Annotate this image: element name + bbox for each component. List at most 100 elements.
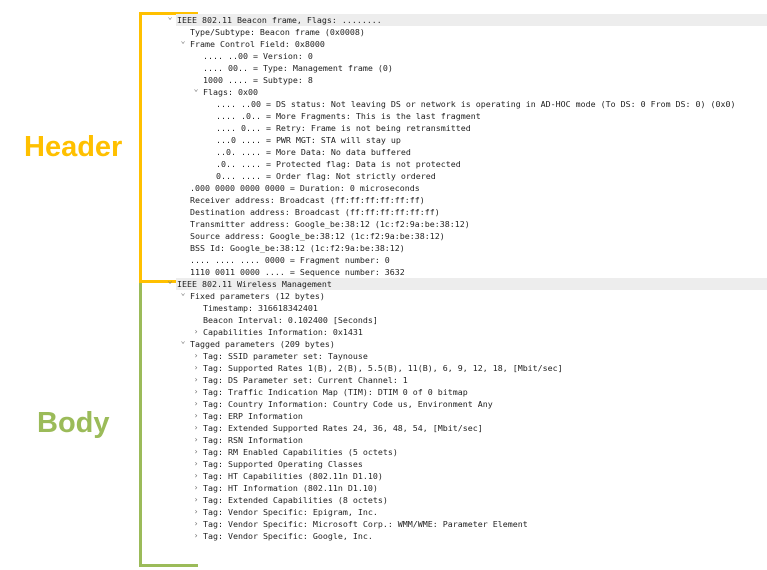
tree-row[interactable]: Source address: Google_be:38:12 (1c:f2:9… — [160, 230, 767, 242]
tree-row[interactable]: › Tag: ERP Information — [160, 410, 767, 422]
tree-row-text: Tag: ERP Information — [203, 411, 303, 421]
header-label: Header — [24, 131, 123, 163]
tree-row[interactable]: .... ..00 = Version: 0 — [160, 50, 767, 62]
tree-row[interactable]: BSS Id: Google_be:38:12 (1c:f2:9a:be:38:… — [160, 242, 767, 254]
chevron-right-icon[interactable]: › — [193, 507, 199, 516]
tree-row[interactable]: ..0. .... = More Data: No data buffered — [160, 146, 767, 158]
tree-row[interactable]: 1000 .... = Subtype: 8 — [160, 74, 767, 86]
tree-row[interactable]: Transmitter address: Google_be:38:12 (1c… — [160, 218, 767, 230]
chevron-right-icon[interactable]: › — [193, 495, 199, 504]
tree-row[interactable]: ›Tag: Supported Operating Classes — [160, 458, 767, 470]
tree-row-text: BSS Id: Google_be:38:12 (1c:f2:9a:be:38:… — [190, 243, 405, 253]
tree-row[interactable]: Beacon Interval: 0.102400 [Seconds] — [160, 314, 767, 326]
tree-row-text: Timestamp: 316618342401 — [203, 303, 318, 313]
tree-row-text: Destination address: Broadcast (ff:ff:ff… — [190, 207, 440, 217]
tree-row[interactable]: › Tag: RSN Information — [160, 434, 767, 446]
tree-row-text: .... 00.. = Type: Management frame (0) — [203, 63, 393, 73]
tree-row-text: 1110 0011 0000 .... = Sequence number: 3… — [190, 267, 405, 277]
tree-row[interactable]: ›Tag: HT Capabilities (802.11n D1.10) — [160, 470, 767, 482]
tree-row-text: .... .... .... 0000 = Fragment number: 0 — [190, 255, 390, 265]
tree-row[interactable]: ›Tag: Vendor Specific: Epigram, Inc. — [160, 506, 767, 518]
tree-row[interactable]: ...0 .... = PWR MGT: STA will stay up — [160, 134, 767, 146]
tree-row[interactable]: .0.. .... = Protected flag: Data is not … — [160, 158, 767, 170]
tree-row-text: .... ..00 = Version: 0 — [203, 51, 313, 61]
tree-row[interactable]: › Tag: Vendor Specific: Google, Inc. — [160, 530, 767, 542]
chevron-right-icon[interactable]: › — [193, 351, 199, 360]
tree-row[interactable]: ⌄ Tagged parameters (209 bytes) — [160, 336, 767, 350]
tree-row-text: Receiver address: Broadcast (ff:ff:ff:ff… — [190, 195, 425, 205]
tree-row[interactable]: .000 0000 0000 0000 = Duration: 0 micros… — [160, 182, 767, 194]
tree-row-text: Fixed parameters (12 bytes) — [190, 291, 325, 301]
protocol-row[interactable]: ⌄IEEE 802.11 Beacon frame, Flags: ......… — [168, 12, 767, 26]
tree-row[interactable]: › Tag: Extended Capabilities (8 octets) — [160, 494, 767, 506]
chevron-down-icon[interactable]: ⌄ — [180, 288, 186, 297]
tree-row[interactable]: › Tag: Supported Rates 1(B), 2(B), 5.5(B)… — [160, 362, 767, 374]
tree-row[interactable]: ›Tag: HT Information (802.11n D1.10) — [160, 482, 767, 494]
tree-row[interactable]: ⌄Frame Control Field: 0x8000 — [160, 36, 767, 50]
chevron-right-icon[interactable]: › — [193, 435, 199, 444]
tree-row-text: Source address: Google_be:38:12 (1c:f2:9… — [190, 231, 445, 241]
chevron-right-icon[interactable]: › — [193, 423, 199, 432]
tree-row-text: IEEE 802.11 Wireless Management — [177, 279, 332, 289]
tree-row[interactable]: Type/Subtype: Beacon frame (0x0008) — [160, 26, 767, 38]
chevron-down-icon[interactable]: ⌄ — [180, 36, 186, 45]
chevron-right-icon[interactable]: › — [193, 411, 199, 420]
chevron-right-icon[interactable]: › — [193, 459, 199, 468]
tree-row[interactable]: › Tag: RM Enabled Capabilities (5 octets) — [160, 446, 767, 458]
tree-row-text: .000 0000 0000 0000 = Duration: 0 micros… — [190, 183, 420, 193]
tree-row-text: Tag: RM Enabled Capabilities (5 octets) — [203, 447, 398, 457]
tree-row-text: Capabilities Information: 0x1431 — [203, 327, 363, 337]
tree-row-text: Tag: Vendor Specific: Google, Inc. — [203, 531, 373, 541]
tree-row-text: Tagged parameters (209 bytes) — [190, 339, 335, 349]
tree-row-text: Transmitter address: Google_be:38:12 (1c… — [190, 219, 470, 229]
protocol-row[interactable]: ⌄ IEEE 802.11 Wireless Management — [168, 276, 767, 290]
tree-row-text: Flags: 0x00 — [203, 87, 258, 97]
tree-row-text: Tag: Supported Rates 1(B), 2(B), 5.5(B),… — [203, 363, 563, 373]
chevron-right-icon[interactable]: › — [193, 363, 199, 372]
tree-row[interactable]: .... 0... = Retry: Frame is not being re… — [160, 122, 767, 134]
tree-row[interactable]: .... .0.. = More Fragments: This is the … — [160, 110, 767, 122]
tree-row[interactable]: ›Tag: Traffic Indication Map (TIM): DTIM… — [160, 386, 767, 398]
header-bracket — [139, 12, 198, 283]
tree-row[interactable]: Timestamp: 316618342401 — [160, 302, 767, 314]
chevron-right-icon[interactable]: › — [193, 531, 199, 540]
tree-row[interactable]: › Tag: Country Information: Country Code … — [160, 398, 767, 410]
chevron-right-icon[interactable]: › — [193, 327, 199, 336]
tree-row[interactable]: .... 00.. = Type: Management frame (0) — [160, 62, 767, 74]
chevron-down-icon[interactable]: ⌄ — [167, 12, 173, 21]
tree-row-text: Tag: RSN Information — [203, 435, 303, 445]
tree-row-text: .0.. .... = Protected flag: Data is not … — [216, 159, 461, 169]
chevron-down-icon[interactable]: ⌄ — [167, 276, 173, 285]
chevron-right-icon[interactable]: › — [193, 399, 199, 408]
chevron-right-icon[interactable]: › — [193, 387, 199, 396]
body-bracket — [139, 283, 198, 567]
tree-row[interactable]: ›Tag: DS Parameter set: Current Channel:… — [160, 374, 767, 386]
tree-row-text: Type/Subtype: Beacon frame (0x0008) — [190, 27, 365, 37]
tree-row-text: ...0 .... = PWR MGT: STA will stay up — [216, 135, 401, 145]
tree-row[interactable]: .... .... .... 0000 = Fragment number: 0 — [160, 254, 767, 266]
tree-row[interactable]: 1110 0011 0000 .... = Sequence number: 3… — [160, 266, 767, 278]
chevron-right-icon[interactable]: › — [193, 447, 199, 456]
tree-row-text: Tag: Extended Supported Rates 24, 36, 48… — [203, 423, 483, 433]
tree-row-text: Tag: Country Information: Country Code u… — [203, 399, 493, 409]
chevron-right-icon[interactable]: › — [193, 471, 199, 480]
tree-row-text: Tag: Extended Capabilities (8 octets) — [203, 495, 388, 505]
tree-row[interactable]: ⌄ Flags: 0x00 — [160, 84, 767, 98]
tree-row[interactable]: ›Tag: SSID parameter set: Taynouse — [160, 350, 767, 362]
tree-row-text: 0... .... = Order flag: Not strictly ord… — [216, 171, 436, 181]
tree-row[interactable]: .... ..00 = DS status: Not leaving DS or… — [160, 98, 767, 110]
packet-details-tree: ⌄IEEE 802.11 Beacon frame, Flags: ......… — [160, 12, 767, 542]
tree-row[interactable]: Destination address: Broadcast (ff:ff:ff… — [160, 206, 767, 218]
chevron-right-icon[interactable]: › — [193, 375, 199, 384]
tree-row-text: ..0. .... = More Data: No data buffered — [216, 147, 411, 157]
chevron-down-icon[interactable]: ⌄ — [193, 84, 199, 93]
tree-row[interactable]: ›Tag: Vendor Specific: Microsoft Corp.: … — [160, 518, 767, 530]
tree-row[interactable]: › Capabilities Information: 0x1431 — [160, 326, 767, 338]
chevron-right-icon[interactable]: › — [193, 519, 199, 528]
tree-row[interactable]: 0... .... = Order flag: Not strictly ord… — [160, 170, 767, 182]
chevron-down-icon[interactable]: ⌄ — [180, 336, 186, 345]
tree-row[interactable]: ⌄ Fixed parameters (12 bytes) — [160, 288, 767, 302]
tree-row[interactable]: Receiver address: Broadcast (ff:ff:ff:ff… — [160, 194, 767, 206]
tree-row[interactable]: › Tag: Extended Supported Rates 24, 36, 4… — [160, 422, 767, 434]
chevron-right-icon[interactable]: › — [193, 483, 199, 492]
